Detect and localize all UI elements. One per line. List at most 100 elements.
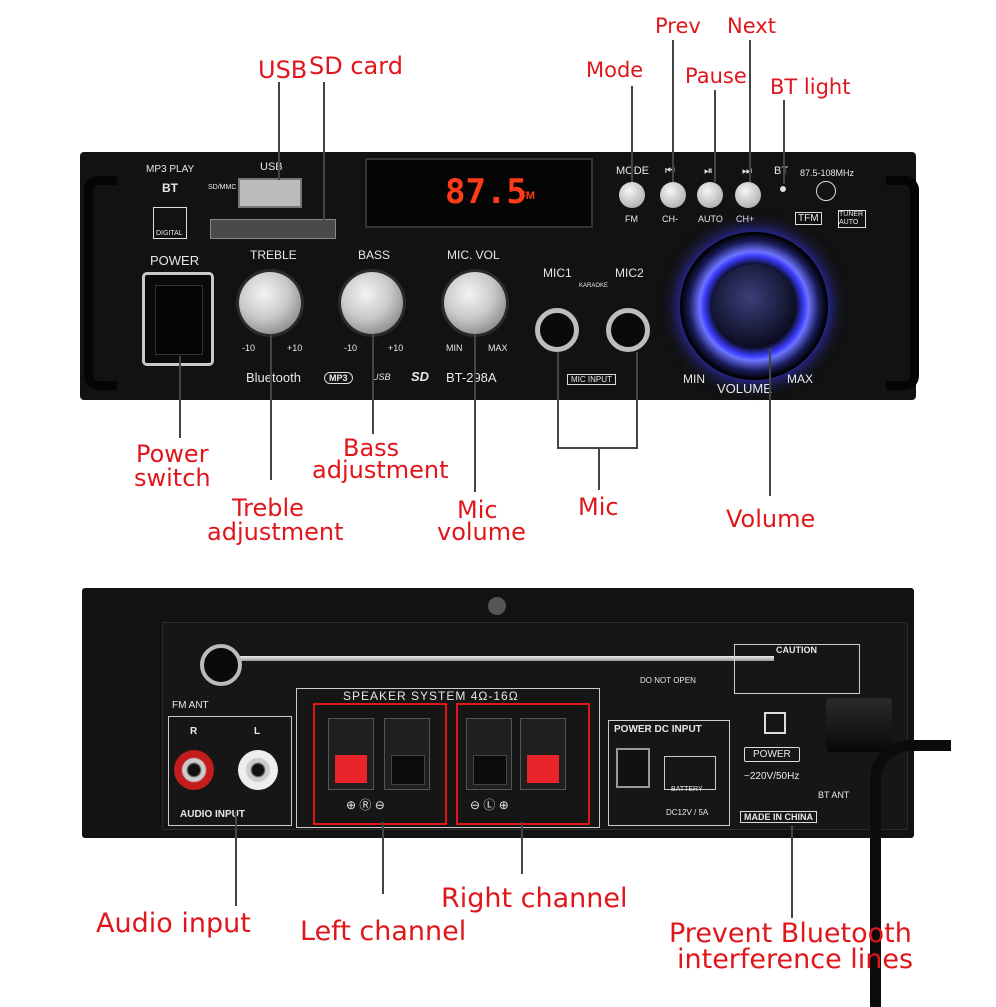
display-frequency: 87.5 bbox=[445, 172, 527, 212]
mode-callout: Mode bbox=[586, 58, 644, 82]
usb-port[interactable] bbox=[238, 178, 302, 208]
power-switch-line bbox=[179, 356, 181, 438]
mic1-label: MIC1 bbox=[543, 266, 572, 280]
pause-callout: Pause bbox=[685, 64, 747, 88]
do-not-open-label: DO NOT OPEN bbox=[640, 676, 696, 685]
made-in-label: MADE IN CHINA bbox=[740, 811, 817, 823]
right-channel-box bbox=[456, 703, 590, 825]
bluetooth-label: Bluetooth bbox=[246, 370, 301, 385]
mode-button[interactable] bbox=[619, 182, 645, 208]
fm-label: FM bbox=[625, 214, 638, 224]
power-switch[interactable] bbox=[142, 272, 214, 366]
mic-callout: Mic bbox=[578, 493, 619, 521]
tuner-button[interactable] bbox=[816, 181, 836, 201]
bt-indicator-label: BT bbox=[774, 165, 789, 177]
volume-knob[interactable] bbox=[712, 264, 796, 348]
next-callout: Next bbox=[727, 14, 776, 38]
left-polarity: ⊕ Ⓡ ⊖ bbox=[346, 798, 385, 812]
sd-mmc-label: SD/MMC bbox=[208, 184, 237, 191]
model-label: BT-298A bbox=[446, 370, 497, 385]
left-channel-line bbox=[382, 822, 384, 894]
bt-badge: BT bbox=[162, 181, 178, 195]
class2-symbol bbox=[764, 712, 786, 734]
mic2-jack[interactable] bbox=[606, 308, 650, 352]
mic-vol-min: MIN bbox=[446, 343, 463, 353]
rca-left-jack[interactable] bbox=[238, 750, 278, 790]
power-dc-input-label: POWER DC INPUT bbox=[614, 724, 702, 735]
left-neg-terminal[interactable] bbox=[384, 718, 430, 790]
mode-line bbox=[631, 86, 633, 182]
mic-volume-knob[interactable] bbox=[444, 272, 506, 334]
dc-jack[interactable] bbox=[616, 748, 650, 788]
power-ac-label: POWER bbox=[744, 747, 800, 762]
bass-callout-2: adjustment bbox=[312, 456, 449, 484]
sd-logo: SD bbox=[411, 369, 430, 384]
ac-rating-label: ~220V/50Hz bbox=[744, 771, 800, 782]
prev-button[interactable] bbox=[660, 182, 686, 208]
dc-rating-label: DC12V / 5A bbox=[666, 808, 709, 817]
mic1-jack[interactable] bbox=[535, 308, 579, 352]
left-handle bbox=[84, 176, 117, 390]
speaker-frame bbox=[296, 688, 600, 828]
mic-bracket-bottom bbox=[557, 447, 638, 449]
bass-callout-1: Bass bbox=[343, 434, 400, 462]
mic-input-label: MIC INPUT bbox=[567, 374, 616, 385]
top-screw bbox=[488, 597, 506, 615]
power-cord bbox=[870, 740, 951, 1007]
r-label: R bbox=[190, 726, 198, 737]
fm-ant-label: FM ANT bbox=[172, 700, 209, 711]
caution-label: CAUTION bbox=[776, 645, 817, 655]
prevent-bt-line bbox=[791, 826, 793, 918]
digital-logo bbox=[153, 207, 187, 239]
fm-antenna-base[interactable] bbox=[200, 644, 242, 686]
right-polarity: ⊖ Ⓛ ⊕ bbox=[470, 798, 509, 812]
right-channel-line bbox=[521, 822, 523, 874]
led-display: 87.5 FM bbox=[365, 158, 593, 228]
treble-min: -10 bbox=[242, 343, 256, 353]
rca-right-jack[interactable] bbox=[174, 750, 214, 790]
sd-card-slot[interactable] bbox=[210, 219, 336, 239]
mic-bracket-right bbox=[636, 352, 638, 448]
bass-line bbox=[372, 334, 374, 434]
mic-vol-label: MIC. VOL bbox=[447, 248, 500, 262]
next-button[interactable] bbox=[735, 182, 761, 208]
speaker-system-label: SPEAKER SYSTEM 4Ω-16Ω bbox=[343, 689, 519, 703]
sd-card-line bbox=[323, 82, 325, 222]
treble-line bbox=[270, 334, 272, 480]
prev-callout: Prev bbox=[655, 14, 701, 38]
right-neg-terminal[interactable] bbox=[466, 718, 512, 790]
digital-label: DIGITAL bbox=[156, 230, 183, 237]
prevent-bt-callout-1: Prevent Bluetooth bbox=[669, 918, 912, 949]
mic-bracket-left bbox=[557, 352, 559, 448]
treble-callout-2: adjustment bbox=[207, 518, 344, 546]
next-line bbox=[749, 40, 751, 182]
treble-knob[interactable] bbox=[239, 272, 301, 334]
bass-knob[interactable] bbox=[341, 272, 403, 334]
power-rocker bbox=[155, 285, 203, 355]
sd-card-callout: SD card bbox=[309, 52, 403, 80]
right-pos-terminal[interactable] bbox=[520, 718, 566, 790]
pause-button[interactable] bbox=[697, 182, 723, 208]
mp3-play-label: MP3 PLAY bbox=[146, 164, 195, 175]
audio-input-callout: Audio input bbox=[96, 908, 251, 939]
tuner-auto-label: TUNER AUTO bbox=[838, 210, 866, 228]
tfm-logo: TFM bbox=[795, 212, 822, 225]
auto-label: AUTO bbox=[698, 214, 723, 224]
bass-max: +10 bbox=[388, 343, 404, 353]
prevent-bt-callout-2: interference lines bbox=[677, 944, 914, 975]
bass-min: -10 bbox=[344, 343, 358, 353]
power-plug[interactable] bbox=[826, 698, 892, 752]
frequency-range-label: 87.5-108MHz bbox=[800, 168, 855, 178]
caution-box bbox=[734, 644, 860, 694]
ch-minus-label: CH- bbox=[662, 214, 678, 224]
left-channel-box bbox=[313, 703, 447, 825]
mic2-label: MIC2 bbox=[615, 266, 644, 280]
usb-callout: USB bbox=[258, 56, 308, 84]
audio-input-frame bbox=[168, 716, 292, 826]
right-handle bbox=[886, 176, 919, 390]
mic-volume-callout-2: volume bbox=[437, 518, 526, 546]
left-pos-terminal[interactable] bbox=[328, 718, 374, 790]
bt-ant-label: BT ANT bbox=[818, 790, 850, 800]
l-label: L bbox=[254, 726, 261, 737]
display-band: FM bbox=[519, 190, 535, 202]
